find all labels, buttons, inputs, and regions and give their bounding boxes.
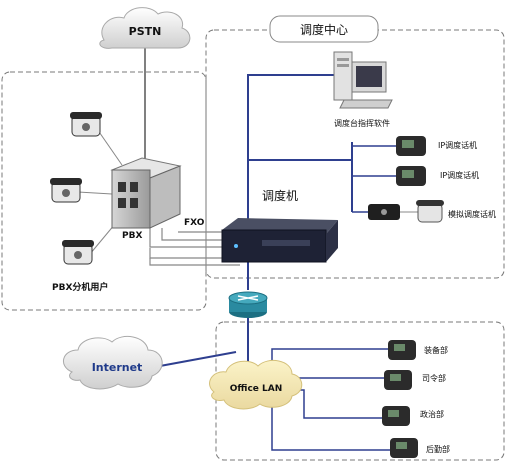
analog-adapter-icon: [368, 204, 400, 220]
router-icon: [228, 291, 268, 318]
ip-phone-2-label: IP调度话机: [440, 170, 479, 180]
dispatch-software-label: 调度台指挥软件: [334, 118, 390, 128]
ip-phone-icon: [382, 406, 410, 426]
ip-phone-icon: [384, 370, 412, 390]
computer-icon: [333, 51, 393, 109]
internet-cloud: Internet: [63, 335, 163, 390]
pbx-icon: [110, 157, 182, 229]
pbx-region: [1, 71, 207, 311]
analog-phone-label: 模拟调度话机: [448, 209, 496, 219]
dispatcher-label: 调度机: [262, 188, 298, 203]
dept-1-label: 装备部: [424, 345, 448, 355]
ip-phone-icon: [388, 340, 416, 360]
dept-2-label: 司令部: [422, 373, 446, 383]
internet-label: Internet: [92, 361, 143, 374]
pstn-label: PSTN: [129, 25, 162, 38]
pbx-users-label: PBX分机用户: [52, 281, 108, 293]
dept-4-label: 后勤部: [426, 444, 450, 454]
ip-phone-icon: [396, 166, 426, 186]
dispatch-center-label: 调度中心: [300, 22, 348, 37]
dispatcher-rack-icon: [221, 218, 338, 263]
pstn-cloud: PSTN: [99, 7, 191, 49]
ip-phone-icon: [390, 438, 418, 458]
desk-phone-icon: [62, 240, 94, 265]
desk-phone-icon: [70, 112, 102, 137]
ip-phone-icon: [396, 136, 426, 156]
pbx-label: PBX: [122, 231, 142, 241]
office-lan-cloud: Office LAN: [209, 359, 303, 410]
office-lan-label: Office LAN: [230, 384, 283, 394]
desk-phone-icon: [50, 178, 82, 203]
fxo-label: FXO: [184, 218, 205, 228]
ip-phone-1-label: IP调度话机: [438, 140, 477, 150]
dept-3-label: 政治部: [420, 409, 444, 419]
analog-phone-icon: [416, 200, 444, 223]
dispatch-center-title: 调度中心: [269, 15, 379, 43]
